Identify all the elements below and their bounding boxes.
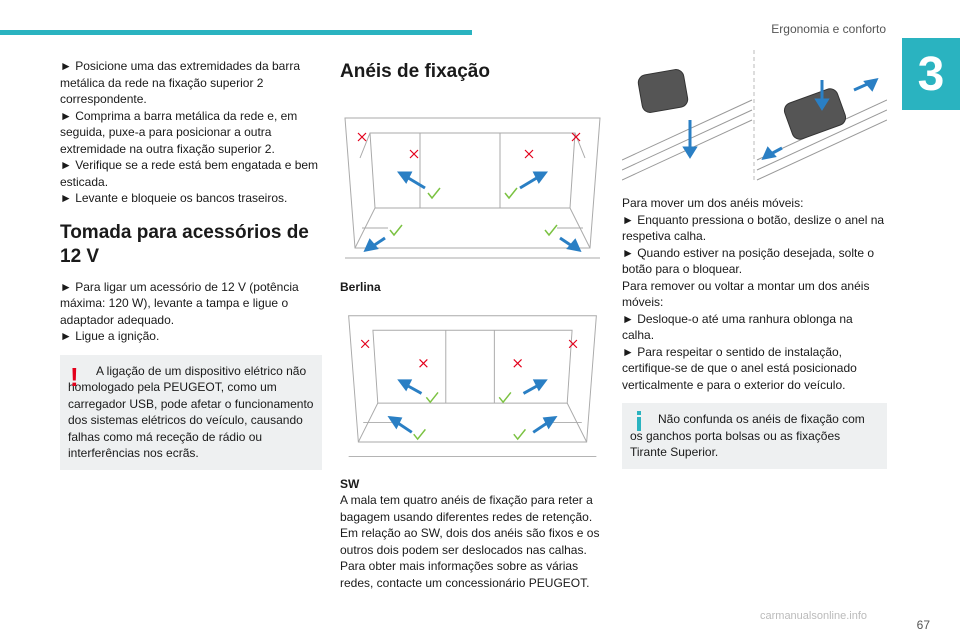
instruction-2: ► Comprima a barra metálica da rede e, e…	[60, 108, 298, 156]
caption-berlina: Berlina	[340, 280, 381, 294]
boot-illustration-berlina	[340, 98, 605, 273]
page-number: 67	[916, 618, 930, 632]
remove-ring-intro: Para remover ou voltar a montar um dos a…	[622, 278, 870, 310]
info-icon	[632, 411, 646, 436]
cross-marks	[357, 132, 581, 159]
boot-illustration-sw	[340, 305, 605, 476]
warning-text: A ligação de um dispositivo elétrico não…	[68, 363, 314, 461]
heading-12v-socket: Tomada para acessórios de 12 V	[60, 221, 309, 267]
movable-ring-illustration	[622, 50, 887, 185]
instruction-1: ► Posicione uma das extremidades da barr…	[60, 59, 300, 106]
instruction-4: ► Levante e bloqueie os bancos traseiros…	[60, 191, 288, 205]
rings-paragraph-1: A mala tem quatro anéis de fixação para …	[340, 493, 593, 524]
warning-box: ! A ligação de um dispositivo elétrico n…	[60, 354, 322, 470]
info-box: Não confunda os anéis de fixação com os …	[622, 403, 887, 469]
move-ring-step-2: ► Quando estiver na posição desejada, so…	[622, 245, 875, 277]
heading-fixing-rings: Anéis de fixação	[340, 61, 490, 82]
instruction-3: ► Verifique se a rede está bem engatada …	[60, 158, 319, 189]
warning-icon: !	[70, 361, 79, 392]
rings-paragraph-3: Para obter mais informações sobre as vár…	[340, 559, 590, 590]
remove-ring-step-2: ► Para respeitar o sentido de instalação…	[622, 344, 857, 392]
remove-ring-step-1: ► Desloque-o até uma ranhura oblonga na …	[622, 311, 853, 343]
section-title: Ergonomia e conforto	[771, 22, 886, 36]
watermark: carmanualsonline.info	[760, 610, 868, 622]
instruction-5: ► Para ligar um acessório de 12 V (potên…	[60, 279, 299, 327]
move-ring-step-1: ► Enquanto pressiona o botão, deslize o …	[622, 212, 885, 244]
caption-sw: SW	[340, 476, 360, 491]
info-text: Não confunda os anéis de fixação com os …	[630, 412, 865, 459]
move-ring-intro: Para mover um dos anéis móveis:	[622, 196, 804, 210]
column-right: Para mover um dos anéis móveis: ► Enquan…	[622, 50, 887, 469]
header-accent-bar	[0, 30, 472, 35]
chapter-tab: 3	[902, 38, 960, 110]
column-left: ► Posicione uma das extremidades da barr…	[60, 58, 322, 470]
rings-paragraph-2: Em relação ao SW, dois dos anéis são fix…	[340, 526, 600, 557]
column-middle: Anéis de fixação Berlina	[340, 58, 605, 591]
instruction-6: ► Ligue a ignição.	[60, 329, 160, 343]
